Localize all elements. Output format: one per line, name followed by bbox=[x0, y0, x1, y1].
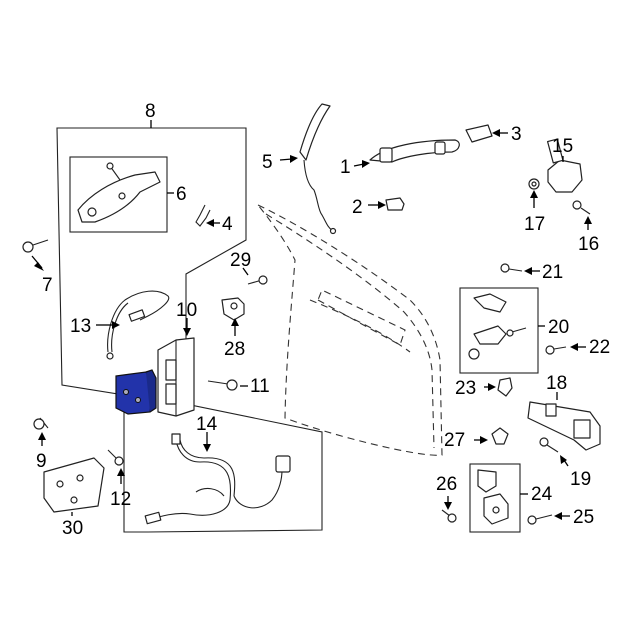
part-29-bolt bbox=[247, 275, 268, 285]
part-25-bolt bbox=[527, 514, 553, 525]
callout-13: 13 bbox=[70, 316, 91, 337]
callout-9: 9 bbox=[36, 451, 47, 472]
part-9-bolt bbox=[33, 417, 49, 430]
callout-25: 25 bbox=[573, 507, 594, 528]
callout-14: 14 bbox=[196, 414, 218, 435]
callout-1: 1 bbox=[340, 157, 351, 178]
callout-30: 30 bbox=[62, 518, 83, 539]
part-24-hinge bbox=[477, 469, 509, 525]
callout-labels: 1 2 3 4 5 6 7 8 9 10 11 12 13 14 15 16 1… bbox=[36, 101, 610, 539]
part-15-hinge bbox=[546, 138, 583, 193]
part-17-bolt bbox=[528, 178, 540, 190]
callout-4: 4 bbox=[222, 214, 233, 235]
callout-11: 11 bbox=[250, 376, 270, 397]
part-18-door-check bbox=[527, 401, 601, 451]
callout-28: 28 bbox=[224, 339, 245, 360]
callout-23: 23 bbox=[455, 378, 476, 399]
callout-3: 3 bbox=[511, 124, 522, 145]
part-16-bolt bbox=[572, 200, 591, 215]
part-20-hinge bbox=[468, 293, 527, 360]
part-1-exterior-handle bbox=[369, 139, 460, 163]
part-6-actuator bbox=[77, 162, 161, 223]
part-24-box bbox=[469, 463, 521, 533]
callout-18: 18 bbox=[546, 373, 567, 394]
part-22-bolt bbox=[545, 345, 567, 355]
callout-6: 6 bbox=[176, 184, 187, 205]
callout-16: 16 bbox=[578, 234, 599, 255]
callout-5: 5 bbox=[262, 152, 273, 173]
part-5-trim bbox=[299, 103, 337, 235]
callout-27: 27 bbox=[444, 430, 465, 451]
part-14-harness bbox=[144, 433, 291, 525]
callout-8: 8 bbox=[145, 101, 156, 122]
part-28-plate bbox=[221, 297, 245, 321]
part-2-bracket bbox=[385, 197, 405, 211]
highlighted-latch bbox=[115, 369, 157, 415]
callout-19: 19 bbox=[570, 469, 591, 490]
part-12-bolt bbox=[107, 449, 124, 466]
part-6-box bbox=[69, 156, 168, 233]
callout-29: 29 bbox=[230, 250, 251, 271]
callout-22: 22 bbox=[589, 337, 610, 358]
part-10-bracket bbox=[157, 337, 195, 417]
part-27-clip bbox=[491, 427, 509, 445]
callout-17: 17 bbox=[524, 214, 545, 235]
callout-7: 7 bbox=[42, 275, 53, 296]
part-7-bolt bbox=[22, 239, 49, 253]
leader-29 bbox=[242, 267, 249, 276]
part-23-clip bbox=[497, 377, 513, 397]
part-11-bolt bbox=[207, 379, 238, 391]
group-8-outline bbox=[56, 127, 323, 533]
part-30-bracket bbox=[43, 457, 105, 513]
callout-15: 15 bbox=[552, 136, 573, 157]
callout-21: 21 bbox=[542, 262, 563, 283]
part-21-bolt bbox=[500, 263, 523, 273]
door-shell bbox=[257, 204, 443, 456]
part-19-bolt bbox=[539, 437, 559, 453]
callout-26: 26 bbox=[436, 474, 457, 495]
part-3-cap bbox=[465, 124, 493, 143]
callout-20: 20 bbox=[548, 317, 569, 338]
callout-24: 24 bbox=[531, 484, 553, 505]
callout-12: 12 bbox=[110, 489, 131, 510]
part-26-bolt bbox=[441, 509, 457, 523]
part-4-clip bbox=[195, 204, 211, 227]
callout-10: 10 bbox=[176, 300, 197, 321]
part-20-box bbox=[459, 287, 539, 374]
callout-2: 2 bbox=[352, 197, 363, 218]
